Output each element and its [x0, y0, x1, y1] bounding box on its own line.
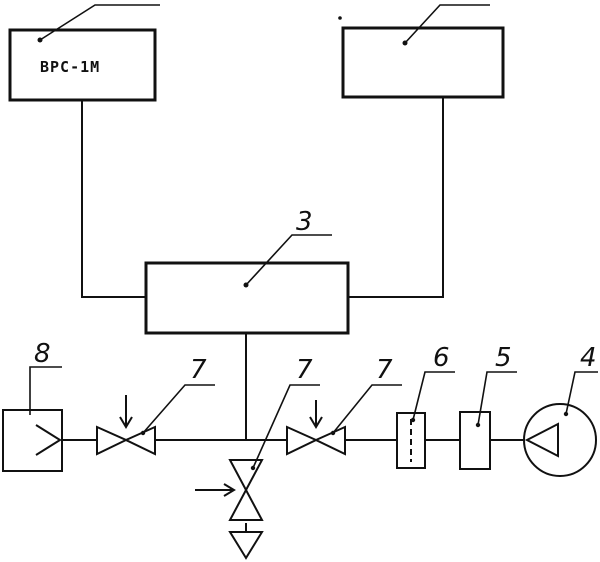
callout-7-left: 7 — [190, 355, 207, 385]
unit-3: 3 — [144, 207, 350, 335]
callout-7-right: 7 — [376, 355, 393, 385]
valve-7-center: 7 — [195, 355, 320, 560]
callout-5: 5 — [495, 343, 512, 373]
unit-vrs-1m-label: ВРС-1М — [40, 58, 100, 76]
valve-7-left: 7 — [96, 355, 215, 456]
unit-vrs-1m: ВРС-1М — [8, 4, 160, 102]
callout-8: 8 — [34, 339, 51, 369]
filter-6: 6 — [396, 343, 455, 469]
callout-7-center: 7 — [296, 355, 313, 385]
callout-3: 3 — [296, 207, 313, 237]
unit-5: 5 — [459, 343, 517, 470]
drain-symbol — [228, 531, 264, 560]
callout-4: 4 — [580, 343, 597, 373]
pump-4: 4 — [523, 343, 598, 477]
valve-7-right: 7 — [286, 355, 402, 456]
unit-8: 8 — [2, 339, 63, 472]
unit-top-right — [338, 4, 505, 99]
callout-6: 6 — [433, 343, 450, 373]
